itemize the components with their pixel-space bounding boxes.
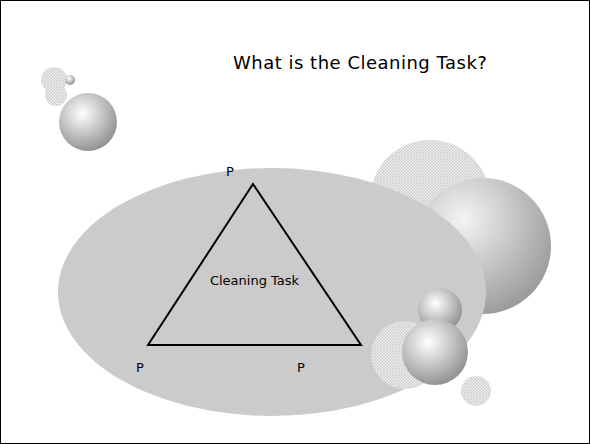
slide-title: What is the Cleaning Task? xyxy=(233,52,487,73)
triangle-shape: Cleaning Task xyxy=(147,183,362,346)
deco-circle xyxy=(45,84,67,106)
vertex-label: P xyxy=(136,360,144,375)
triangle-line xyxy=(148,184,361,345)
vertex-label: P xyxy=(297,360,305,375)
background-ellipse xyxy=(58,168,486,416)
deco-circle xyxy=(65,75,75,85)
deco-circle xyxy=(461,376,491,406)
triangle-outline xyxy=(147,183,362,346)
vertex-label: P xyxy=(226,164,234,179)
node-label: Cleaning Task xyxy=(147,273,362,288)
deco-circle xyxy=(59,93,117,151)
deco-circle xyxy=(402,319,468,385)
